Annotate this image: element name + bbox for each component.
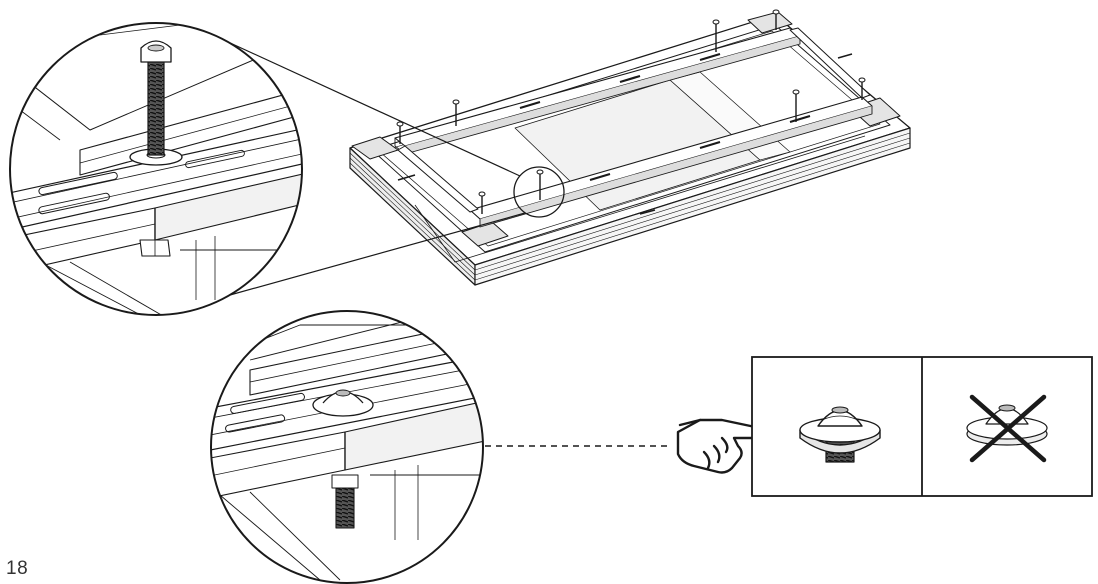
page-number: 18 bbox=[6, 558, 29, 579]
pointing-hand-icon bbox=[676, 418, 769, 474]
frame-assembly bbox=[349, 9, 911, 286]
cross-icon bbox=[969, 394, 1047, 463]
top-magnified-view bbox=[9, 22, 303, 316]
correct-bolt-with-washer bbox=[799, 406, 881, 463]
magnifier-connector-lines bbox=[214, 35, 526, 296]
detail-callout-circle bbox=[513, 166, 565, 218]
bottom-magnified-view bbox=[210, 310, 484, 584]
